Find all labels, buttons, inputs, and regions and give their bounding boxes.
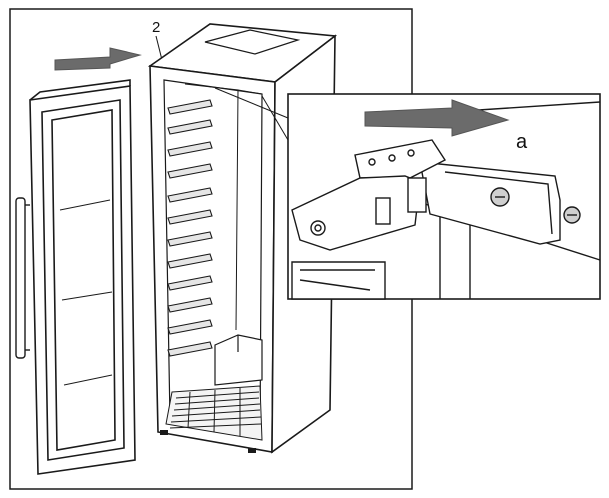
slide-arrow-icon <box>364 99 510 137</box>
hinge-screw-icon <box>490 187 581 224</box>
shelf-rails <box>167 99 213 357</box>
bottom-wire-rack <box>165 385 263 441</box>
step-number-label: 2 <box>152 19 160 36</box>
slide-arrow-icon <box>54 47 142 71</box>
door-handle <box>15 197 30 359</box>
compressor-step <box>214 334 263 386</box>
cabinet-feet <box>160 430 256 453</box>
hinge-detail-drawing <box>291 101 601 300</box>
detail-letter-label: a <box>516 131 528 153</box>
detail-leader-lines <box>214 87 289 141</box>
door-panel <box>29 79 136 475</box>
